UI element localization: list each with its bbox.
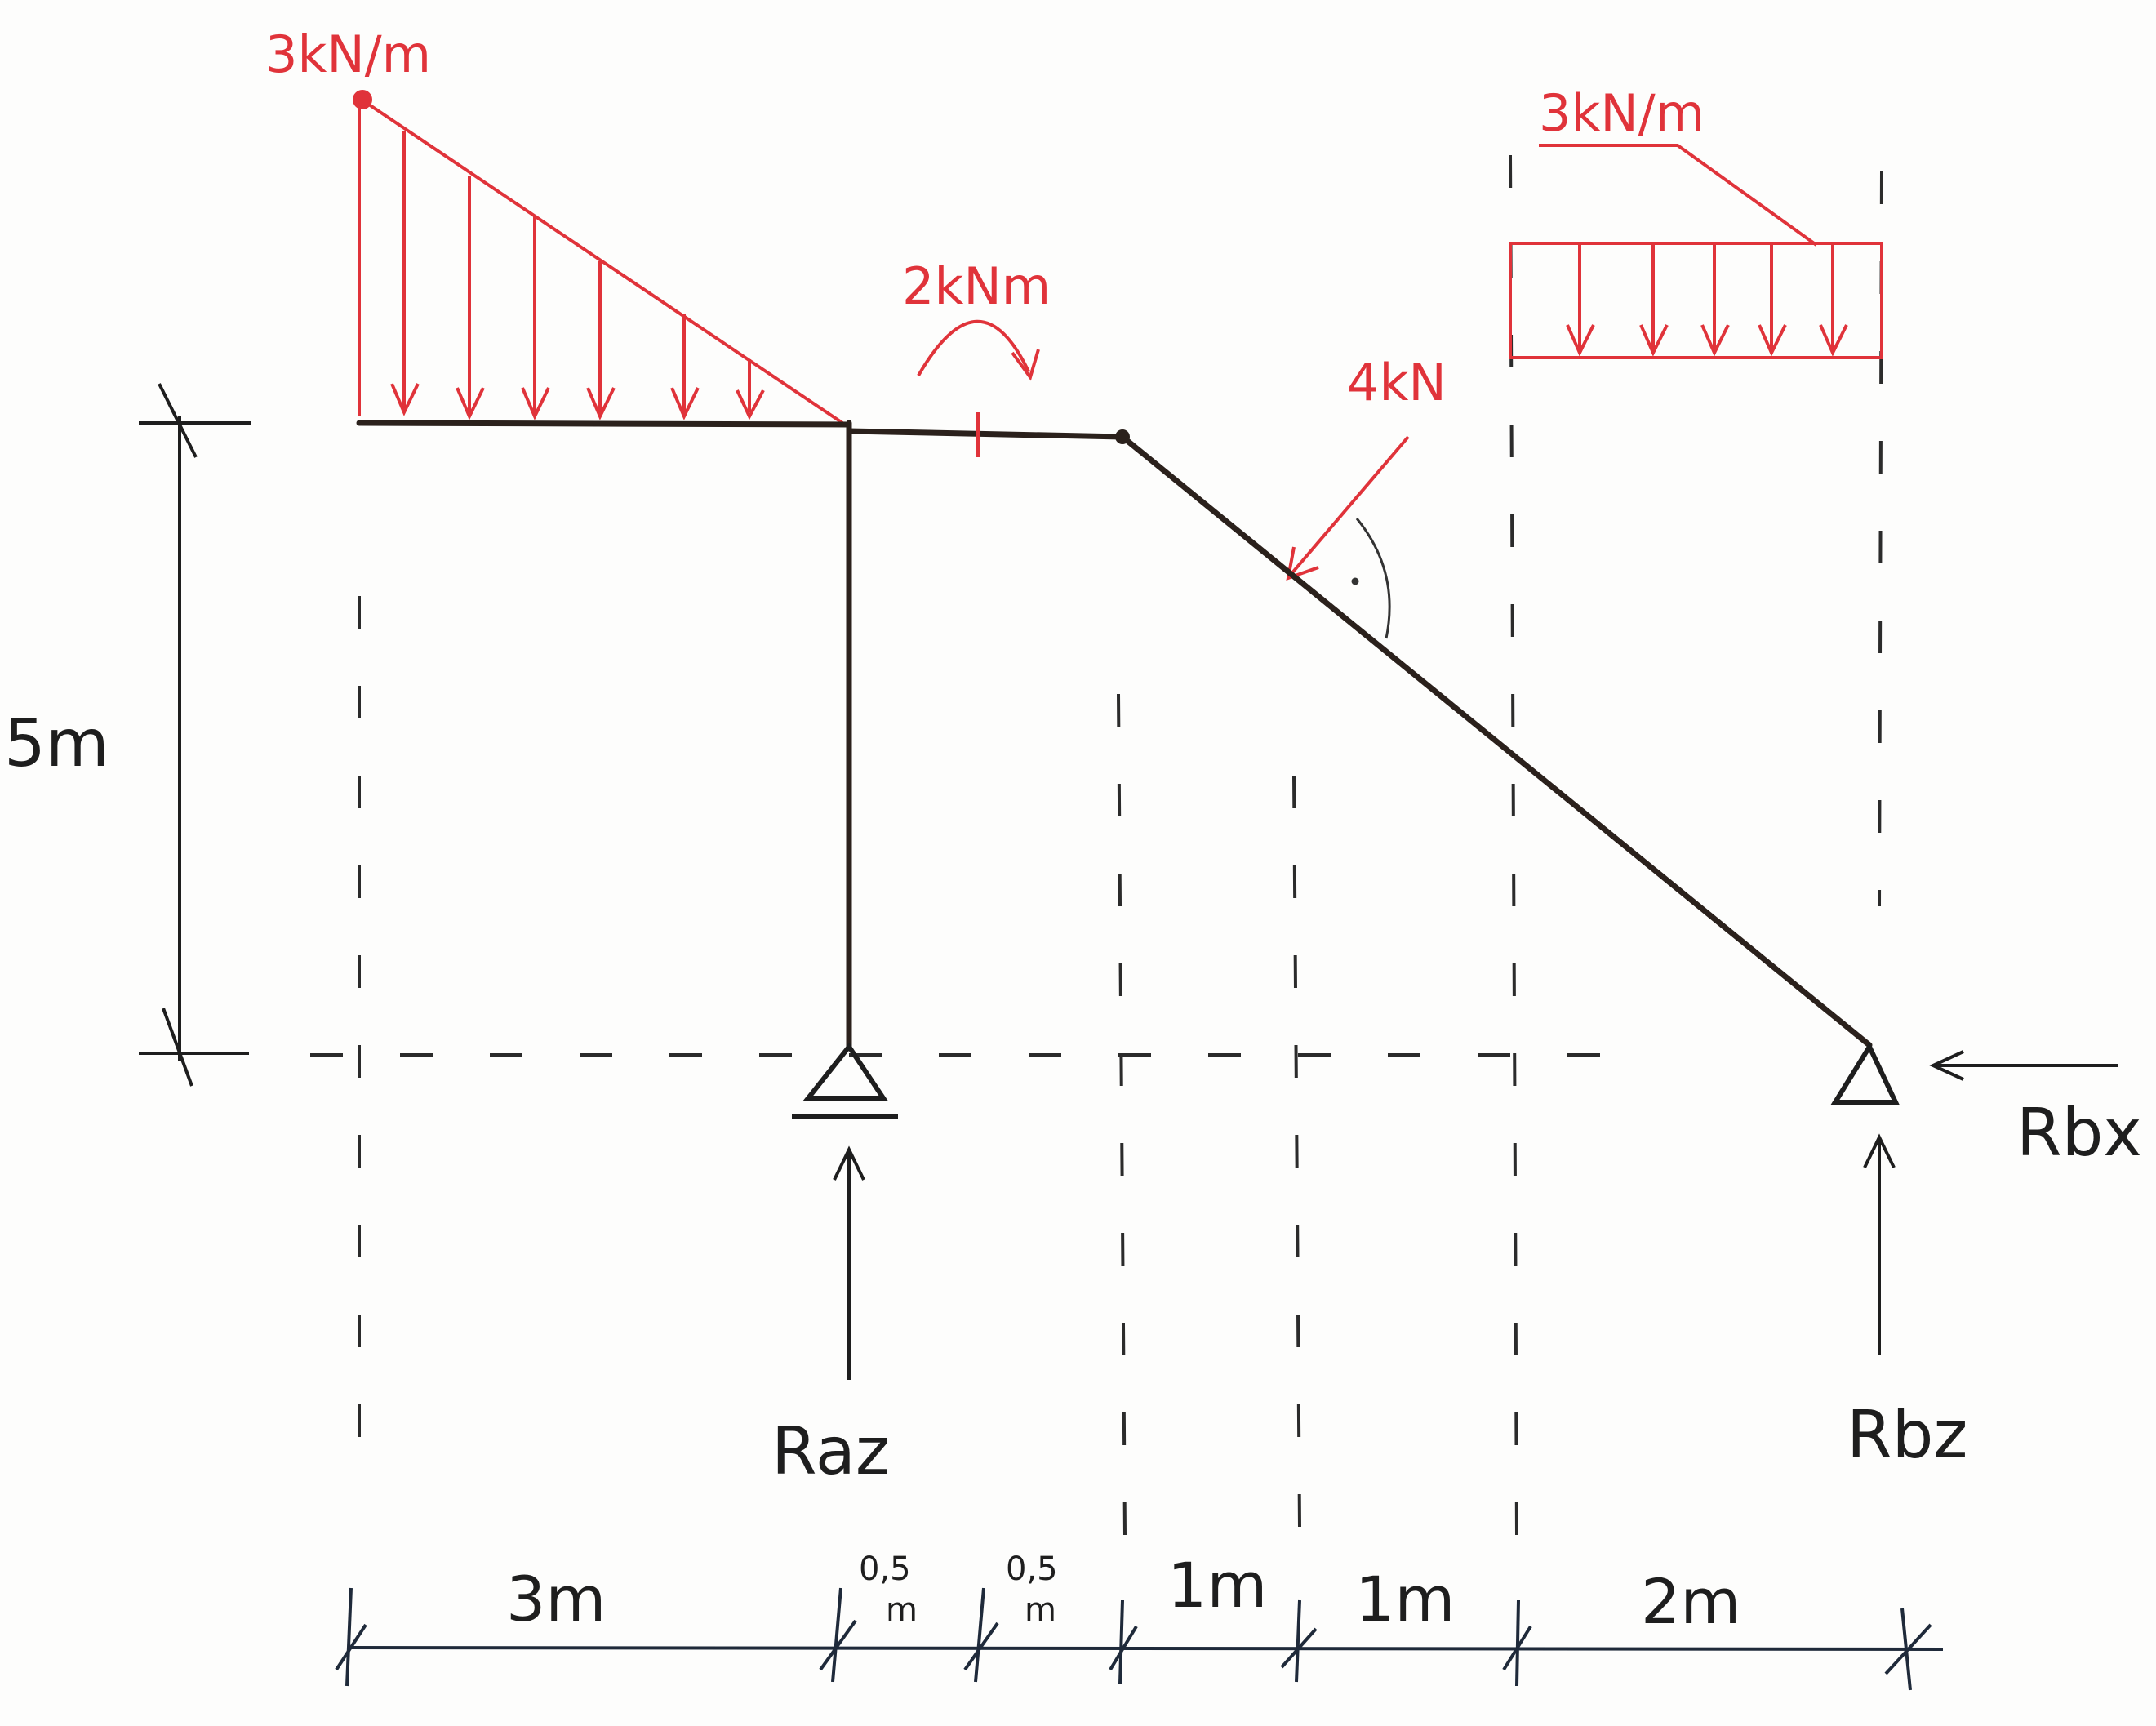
reaction-a-arrow [833, 1145, 865, 1380]
moment-label: 2kNm [902, 256, 1051, 316]
support-b-triangle [1830, 1041, 1900, 1105]
guide-load-end [1878, 171, 1883, 907]
triangular-load-peak-dot [353, 90, 372, 109]
span-tick-1 [831, 1587, 842, 1683]
reaction-bz-label: Rbz [1847, 1397, 1967, 1473]
uniform-load-leader [1676, 144, 1818, 247]
point-load-arrowhead [1286, 546, 1319, 581]
height-dimension [139, 383, 251, 1087]
reaction-a-label: Raz [771, 1413, 890, 1489]
beam-middle [846, 428, 1126, 440]
span-label-2m: 2m [1641, 1565, 1740, 1638]
structure [356, 420, 1873, 1050]
point-load-arrow [1288, 435, 1410, 577]
span-label-1m-b: 1m [1355, 1563, 1455, 1635]
span-label-1m-a: 1m [1167, 1549, 1267, 1621]
height-label: 5m [4, 705, 109, 781]
span-tick-5 [1515, 1599, 1520, 1687]
reaction-bx-label: Rbx [2016, 1095, 2142, 1171]
span-label-half-1-value: 0,5 [859, 1550, 911, 1588]
reaction-bx-arrow [1929, 1050, 2118, 1081]
span-dimension-line [350, 1646, 1944, 1651]
guide-load-start [1509, 154, 1518, 1536]
span-label-half-2-value: 0,5 [1006, 1550, 1058, 1588]
span-tick-3 [1118, 1599, 1124, 1684]
moment-arc [917, 319, 1030, 377]
point-load [1286, 435, 1410, 581]
span-tick-slashes [335, 1619, 1932, 1675]
span-label-3m: 3m [506, 1563, 606, 1635]
triangular-load-outline [358, 95, 847, 426]
guide-mid [1292, 775, 1301, 1528]
span-tick-2 [974, 1587, 985, 1683]
height-tick-top-slash [158, 383, 198, 458]
span-tick-4 [1295, 1599, 1301, 1683]
uniform-load-box [1509, 242, 1883, 359]
span-dimension [345, 1587, 1944, 1691]
beam-inclined [1119, 434, 1873, 1048]
support-a-triangle [802, 1042, 888, 1101]
span-label-half-2-unit: m [1025, 1591, 1056, 1629]
beam-cantilever [356, 420, 852, 428]
triangular-load [353, 90, 847, 426]
height-tick-bottom-slash [162, 1008, 193, 1087]
uniform-load-label: 3kN/m [1539, 83, 1705, 143]
guide-hinge [1117, 693, 1127, 1536]
uniform-load [1509, 144, 1883, 359]
support-b [1830, 1041, 1900, 1105]
point-load-label: 4kN [1347, 353, 1447, 412]
support-a [792, 1042, 898, 1119]
reaction-bz-arrow [1863, 1133, 1896, 1355]
span-tick-0 [345, 1587, 353, 1687]
right-angle-mark [1351, 518, 1391, 639]
hinge [1115, 429, 1130, 444]
span-label-half-1-unit: m [886, 1591, 918, 1629]
dashed-guides [310, 154, 1883, 1536]
triangular-load-label: 3kN/m [265, 24, 431, 84]
moment [917, 319, 1040, 381]
moment-arrowhead [1011, 349, 1040, 381]
